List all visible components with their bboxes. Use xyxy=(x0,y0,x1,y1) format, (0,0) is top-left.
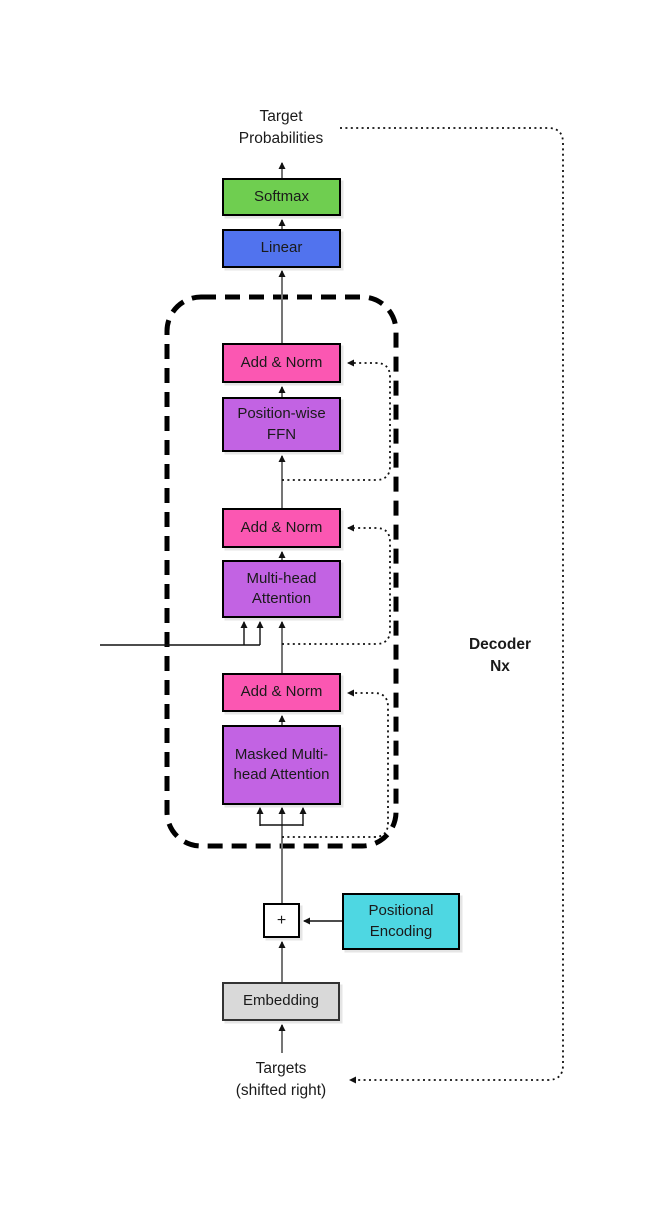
positional-encoding-node: Positional Encoding xyxy=(342,893,460,950)
target-probabilities-label: Target Probabilities xyxy=(221,106,341,150)
add-operator-node: + xyxy=(263,903,300,938)
decoder-nx-label: Decoder Nx xyxy=(458,634,542,678)
embedding-node: Embedding xyxy=(222,982,340,1021)
target-probabilities-line2: Probabilities xyxy=(238,130,324,147)
targets-shifted-right-label: Targets (shifted right) xyxy=(221,1058,341,1102)
linear-node: Linear xyxy=(222,229,341,268)
targets-label-line2: (shifted right) xyxy=(235,1082,327,1099)
add-norm-node-bottom: Add & Norm xyxy=(222,673,341,712)
decoder-label-line2: Nx xyxy=(490,658,510,675)
targets-label-line1: Targets xyxy=(255,1060,307,1077)
target-probabilities-line1: Target xyxy=(259,108,303,125)
position-wise-ffn-node: Position-wise FFN xyxy=(222,397,341,452)
add-norm-node-top: Add & Norm xyxy=(222,343,341,383)
softmax-node: Softmax xyxy=(222,178,341,216)
decoder-label-line1: Decoder xyxy=(468,636,532,653)
masked-multi-head-attention-node: Masked Multi-head Attention xyxy=(222,725,341,805)
multi-head-attention-node: Multi-head Attention xyxy=(222,560,341,618)
add-norm-node-middle: Add & Norm xyxy=(222,508,341,548)
